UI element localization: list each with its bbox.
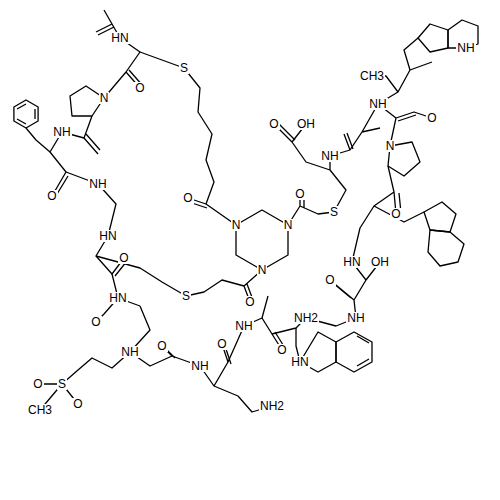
atom-label: HN: [342, 256, 361, 268]
atom-label: O: [90, 316, 101, 328]
bond: [50, 116, 92, 199]
atom-label: N: [385, 140, 396, 152]
bond: [84, 134, 100, 154]
atom-label: O: [134, 82, 145, 94]
atom-label: O: [390, 208, 401, 220]
atom-label: NH: [234, 320, 253, 332]
pyrrole-ring: [418, 24, 448, 52]
bond: [17, 104, 35, 124]
atom-label: O: [118, 252, 129, 264]
bonds: [14, 10, 478, 412]
atom-label: O: [32, 378, 43, 390]
atom-label: NH: [52, 126, 71, 138]
triazinane-ring: [236, 210, 288, 270]
atom-label: NH: [346, 312, 365, 324]
atom-label: S: [179, 62, 189, 74]
benzene-ring: [428, 230, 464, 266]
bond: [214, 344, 231, 386]
bond: [374, 206, 424, 222]
atom-label: O: [46, 190, 57, 202]
atom-label: NH: [190, 360, 209, 372]
atom-label: N: [231, 219, 242, 231]
atom-label: O: [294, 188, 305, 200]
atom-label: HN: [110, 32, 129, 44]
bond: [372, 38, 418, 92]
atom-label: O: [268, 118, 279, 130]
atom-label: HN: [98, 230, 117, 242]
bond: [140, 52, 236, 225]
bond: [26, 128, 50, 152]
atom-label: NH2: [293, 312, 319, 324]
atom-label: N: [257, 264, 268, 276]
atom-label: CH3: [359, 70, 385, 82]
bond: [344, 133, 353, 150]
atom-label: N: [283, 219, 294, 231]
atom-label: O: [182, 192, 193, 204]
atom-label: NH: [120, 346, 139, 358]
bond: [330, 62, 432, 156]
atom-label: OH: [296, 118, 316, 130]
atom-label: O: [156, 340, 167, 352]
atom-label: O: [244, 296, 255, 308]
atom-label: NH: [368, 98, 387, 110]
atom-label: S: [181, 290, 191, 302]
atom-label: S: [57, 378, 67, 390]
atom-label: NH2: [259, 400, 285, 412]
atom-label: O: [72, 398, 83, 410]
bond: [357, 336, 369, 366]
bond: [172, 356, 272, 412]
atom-label: O: [276, 344, 287, 356]
atom-label: NH: [320, 150, 339, 162]
atom-label: O: [216, 338, 227, 350]
bond: [352, 166, 401, 262]
atom-label: HN: [108, 292, 127, 304]
atom-label: OH: [370, 256, 390, 268]
pyrrole-ring: [424, 202, 456, 232]
bond: [96, 256, 186, 296]
bond: [96, 274, 140, 322]
atom-label: NH: [456, 42, 475, 54]
benzene-ring: [14, 100, 38, 128]
atom-label: N: [99, 92, 110, 104]
atom-label: CH3: [27, 404, 53, 416]
atom-label: O: [324, 274, 335, 286]
bond: [274, 122, 346, 212]
bond: [62, 306, 150, 384]
atom-label: O: [426, 112, 437, 124]
atom-label: NH: [88, 178, 107, 190]
atom-label: HN: [290, 356, 309, 368]
benzene-ring: [336, 332, 372, 372]
bond: [70, 10, 140, 116]
atom-label: S: [329, 206, 339, 218]
